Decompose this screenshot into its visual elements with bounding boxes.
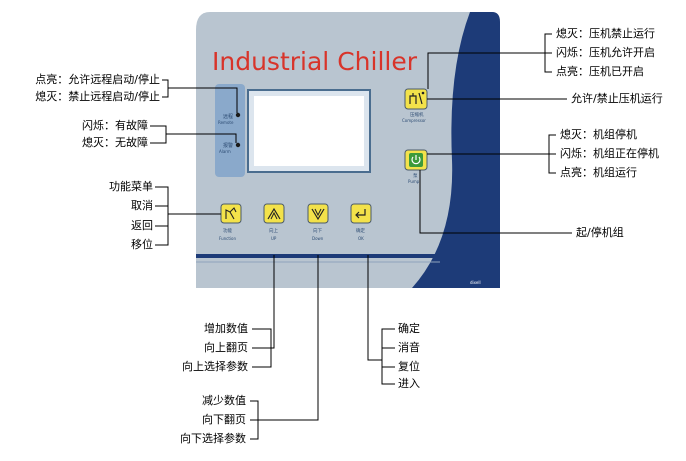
alarm-led-label-cn: 报警 — [223, 142, 233, 149]
power-icon — [411, 156, 421, 165]
function-label-cn: 功能 — [223, 227, 232, 234]
compressor-icon — [409, 92, 423, 105]
remote-led — [235, 112, 241, 118]
function-shift-label: 移位 — [131, 238, 153, 251]
ok-button[interactable]: 确定 OK — [350, 203, 372, 241]
alarm-off-label: 熄灭：无故障 — [82, 136, 148, 149]
compressor-button[interactable]: 压缩机 Compressor — [402, 88, 428, 123]
compressor-label-en: Compressor — [402, 118, 426, 123]
comp-button-label: 允许/禁止压机运行 — [571, 92, 663, 105]
ok-confirm-label: 确定 — [398, 322, 420, 335]
leader-lines — [150, 33, 572, 440]
down-select-label: 向下选择参数 — [180, 432, 246, 445]
comp-flash-label: 闪烁：压机允许开启 — [556, 46, 655, 59]
ok-enter-label: 进入 — [398, 377, 420, 390]
ok-label-en: OK — [358, 236, 364, 241]
pump-label-cn: 泵 — [413, 173, 418, 179]
alarm-led — [235, 142, 241, 148]
panel-navy-band — [412, 12, 500, 288]
remote-led-label-cn: 远程 — [223, 113, 233, 120]
down-page-label: 向下翻页 — [202, 413, 246, 426]
pump-power-button[interactable]: 泵 Pump — [404, 149, 428, 184]
unit-flash-label: 闪烁：机组正在停机 — [560, 147, 659, 160]
function-menu-label: 功能菜单 — [109, 180, 153, 193]
remote-led-label-en: Remote — [218, 120, 234, 125]
down-arrow-icon — [311, 208, 325, 221]
ok-mute-label: 消音 — [398, 341, 420, 354]
alarm-led-label-en: Alarm — [219, 149, 231, 154]
ok-reset-label: 复位 — [398, 360, 420, 373]
led-strip — [215, 84, 245, 177]
alarm-flash-label: 闪烁：有故障 — [82, 119, 148, 132]
remote-off-label: 熄灭：禁止远程启动/停止 — [35, 90, 160, 103]
unit-on-label: 点亮：机组运行 — [560, 166, 637, 179]
comp-on-label: 点亮：压机已开启 — [556, 65, 644, 78]
unit-button-label: 起/停机组 — [576, 226, 624, 239]
up-increase-label: 增加数值 — [204, 322, 248, 335]
comp-off-label: 熄灭：压机禁止运行 — [556, 27, 655, 40]
ok-label-cn: 确定 — [356, 227, 365, 234]
down-label-en: Down — [312, 236, 324, 241]
function-button[interactable]: 功能 Function — [219, 203, 242, 241]
pump-label-en: Pump — [408, 179, 420, 184]
enter-icon — [355, 209, 366, 219]
up-select-label: 向上选择参数 — [182, 360, 248, 373]
unit-off-label: 熄灭：机组停机 — [560, 128, 637, 141]
up-label-en: UP — [271, 236, 277, 241]
panel-stripe — [196, 254, 500, 258]
up-arrow-icon — [267, 207, 281, 220]
up-page-label: 向上翻页 — [204, 341, 248, 354]
function-cancel-label: 取消 — [131, 199, 153, 212]
function-back-label: 返回 — [131, 219, 153, 232]
compressor-led — [421, 91, 425, 95]
lcd-screen — [254, 96, 364, 166]
down-decrease-label: 减少数值 — [202, 394, 246, 407]
function-label-en: Function — [219, 236, 236, 241]
down-button[interactable]: 向下 Down — [307, 203, 329, 241]
brand-logo: dixell — [470, 280, 481, 285]
up-label-cn: 向上 — [269, 227, 278, 234]
up-button[interactable]: 向上 UP — [263, 203, 285, 241]
panel-title: Industrial Chiller — [212, 47, 418, 76]
remote-on-label: 点亮：允许远程启动/停止 — [35, 73, 160, 86]
compressor-label-cn: 压缩机 — [410, 111, 424, 118]
down-label-cn: 向下 — [313, 227, 322, 234]
hand-icon — [225, 207, 237, 220]
